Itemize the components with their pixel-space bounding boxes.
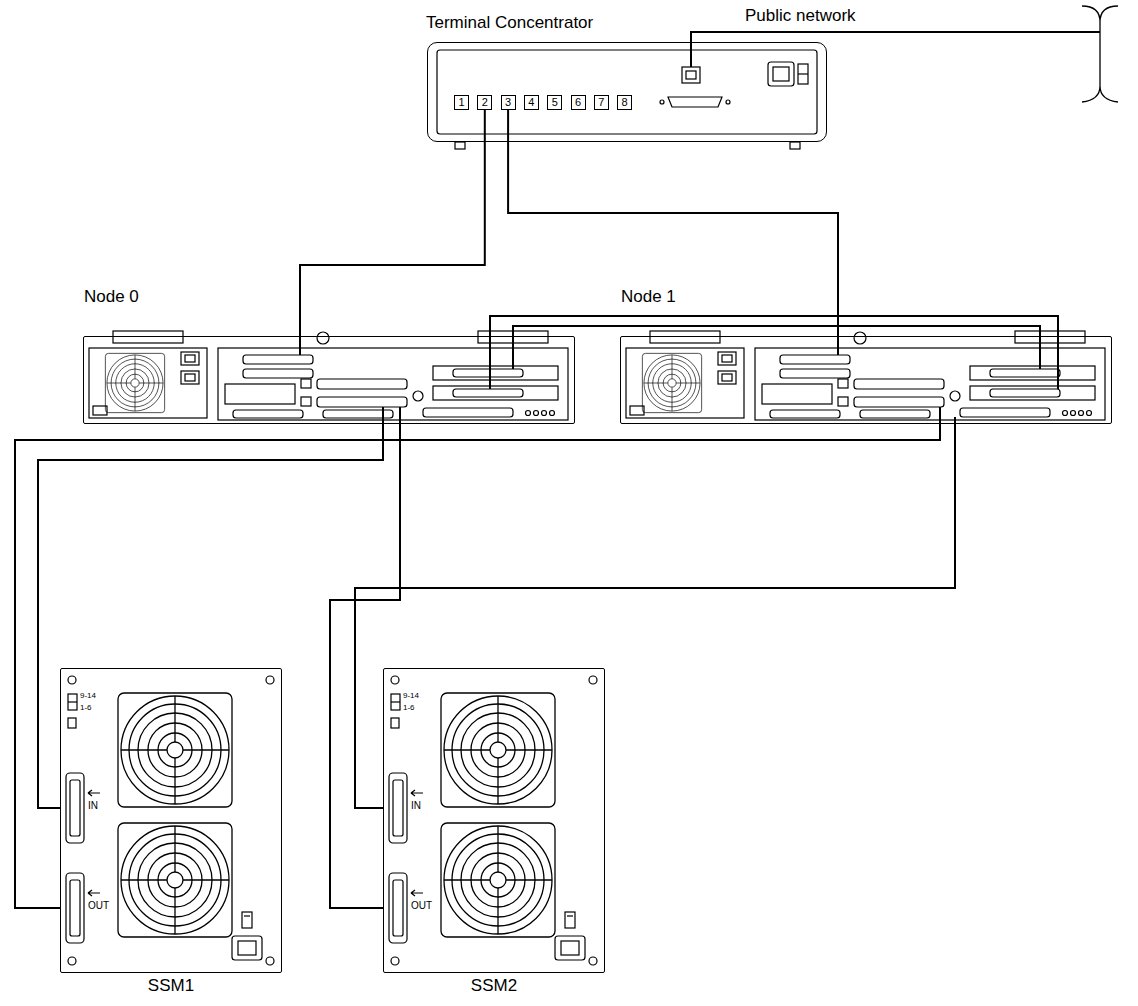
port-box: 4: [524, 95, 539, 110]
device-label: Node 0: [84, 287, 139, 307]
storage-module: SSM1: [60, 668, 282, 973]
device-detail: [686, 71, 696, 79]
device-label: SSM1: [61, 976, 281, 995]
cable: [508, 110, 838, 336]
storage-module: SSM2: [383, 668, 605, 973]
device-detail: [773, 67, 789, 81]
device-detail: [437, 50, 817, 134]
device-detail: [798, 73, 808, 74]
device-detail: [726, 100, 730, 104]
device-detail: [668, 97, 722, 107]
cable: [300, 110, 485, 336]
port-box: 1: [454, 95, 469, 110]
connector-label: IN: [411, 800, 421, 812]
storage-detail: [66, 676, 274, 965]
port-box: 5: [547, 95, 562, 110]
port-number: 4: [528, 96, 534, 109]
connector-label: OUT: [88, 900, 109, 912]
port-number: 7: [598, 96, 604, 109]
switch-label: 9-14: [403, 691, 419, 700]
switch-label: 9-14: [80, 691, 96, 700]
cable: [330, 424, 400, 908]
device-label: Node 1: [621, 287, 676, 307]
cable-stub: [300, 336, 1058, 424]
device-detail: [768, 62, 794, 86]
port-box: 2: [477, 95, 492, 110]
network-label: Public network: [745, 6, 856, 26]
connector-label: IN: [88, 800, 98, 812]
port-box: 8: [617, 95, 632, 110]
device-label: SSM2: [384, 976, 604, 995]
device-detail: [790, 142, 800, 149]
device-detail: [660, 100, 664, 104]
port-box: 3: [501, 95, 516, 110]
device-detail: [455, 142, 465, 149]
network-cable: [691, 32, 1100, 67]
port-number: 2: [482, 96, 488, 109]
terminal-concentrator-detail: [437, 50, 817, 149]
port-number: 1: [458, 96, 464, 109]
port-number: 3: [505, 96, 511, 109]
port-number: 6: [575, 96, 581, 109]
network-bracket: [1082, 6, 1118, 102]
storage-detail: [389, 676, 597, 965]
device-label: Terminal Concentrator: [426, 13, 593, 33]
cable: [38, 424, 383, 808]
cable: [15, 424, 940, 908]
cable: [490, 316, 1058, 336]
device-detail: [798, 64, 808, 84]
switch-label: 1-6: [403, 703, 415, 712]
cluster-node: Node 0: [83, 336, 575, 424]
port-box: 6: [571, 95, 586, 110]
port-box: 7: [594, 95, 609, 110]
cable: [513, 326, 1040, 336]
port-number: 5: [552, 96, 558, 109]
server-detail: [89, 331, 568, 420]
cluster-node: Node 1: [620, 336, 1112, 424]
connector-label: OUT: [411, 900, 432, 912]
switch-label: 1-6: [80, 703, 92, 712]
server-detail: [626, 331, 1105, 420]
device-detail: [682, 67, 700, 83]
port-number: 8: [622, 96, 628, 109]
cable: [355, 424, 955, 808]
terminal-concentrator: Terminal Concentrator12345678: [427, 42, 827, 142]
